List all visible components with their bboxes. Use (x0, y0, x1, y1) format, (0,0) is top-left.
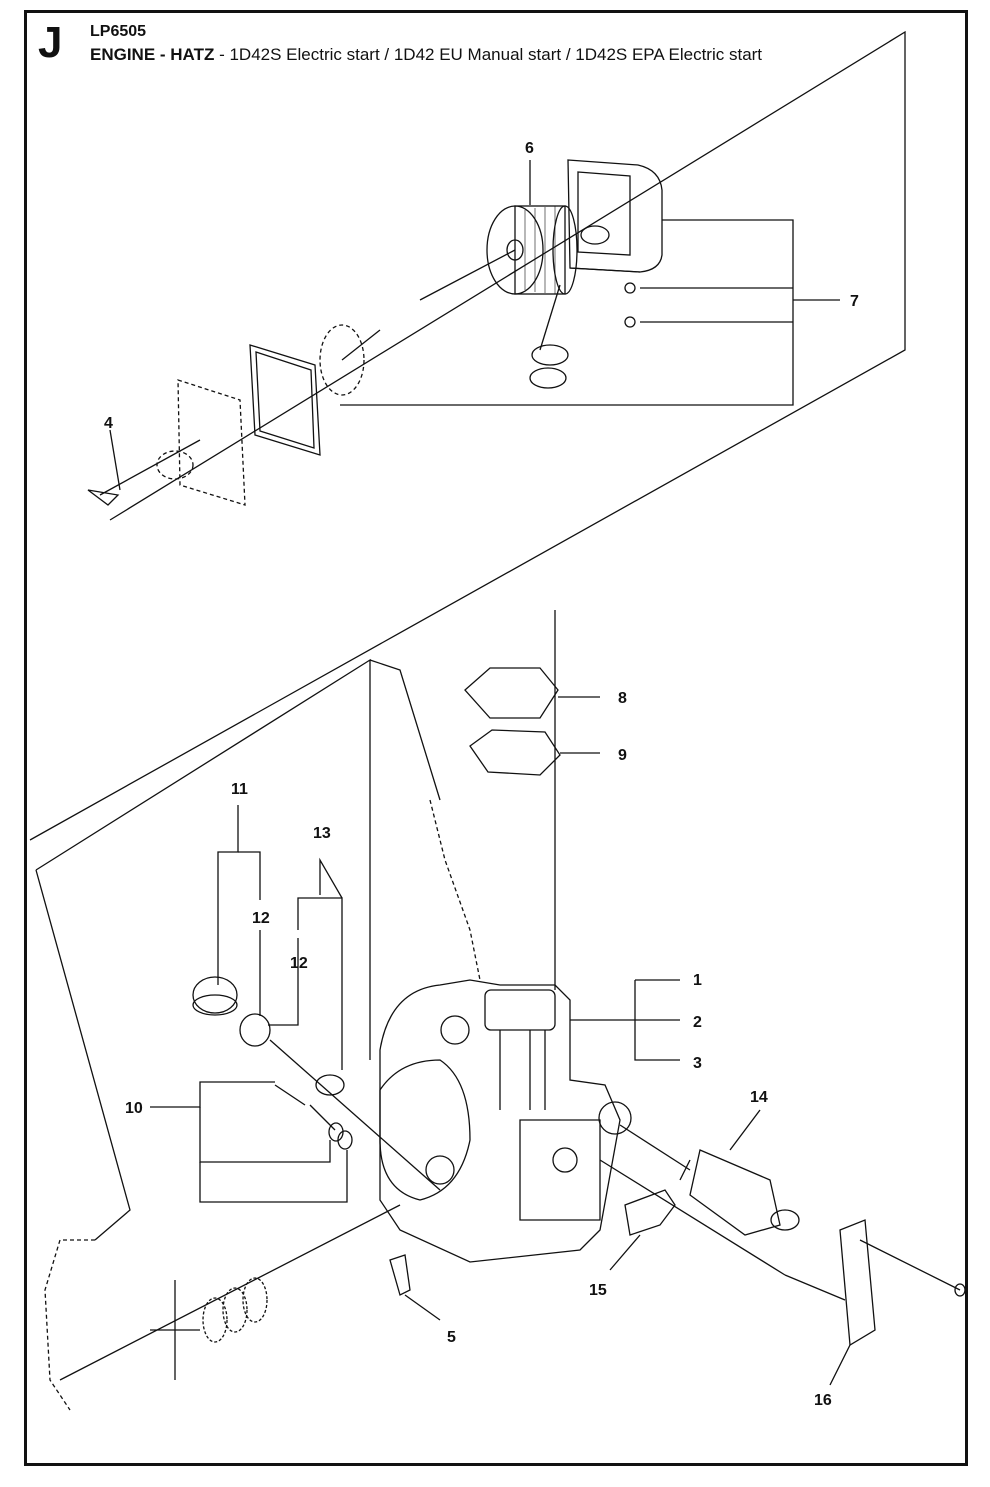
crank-handle (784, 1219, 966, 1347)
oil-filler-cap (192, 976, 238, 1016)
hose-clamp-1 (531, 344, 569, 366)
seal-ring (319, 324, 365, 396)
square-gasket (249, 344, 321, 456)
callout-14: 14 (750, 1089, 768, 1106)
governor-lever (150, 1280, 200, 1380)
callout-9: 9 (618, 747, 627, 764)
callout-7: 7 (850, 293, 859, 310)
seal-ring-small-2 (337, 1130, 353, 1150)
wing-nut (87, 489, 120, 506)
valve-cover (464, 667, 559, 719)
valve-cover-gasket (469, 729, 561, 776)
engine-group-outline-bottom (35, 869, 131, 1241)
callout-16: 16 (814, 1392, 832, 1409)
callout-10: 10 (125, 1100, 143, 1117)
page-frame (24, 10, 968, 1466)
air-filter-cover (567, 159, 663, 273)
air-cleaner-group-outline (29, 30, 906, 841)
push-rod (429, 799, 481, 981)
callout-12a: 12 (252, 910, 270, 927)
starter-motor (679, 1149, 800, 1236)
callout-13: 13 (313, 825, 331, 842)
section-letter: J (38, 18, 63, 67)
callout-8: 8 (618, 690, 627, 707)
callout-15: 15 (589, 1282, 607, 1299)
callout-11: 11 (231, 781, 248, 798)
callout-2: 2 (693, 1014, 702, 1031)
callout-6: 6 (525, 140, 534, 157)
o-ring-1 (239, 1013, 271, 1047)
title-bold: ENGINE - HATZ (90, 45, 215, 64)
callout-12b: 12 (290, 955, 308, 972)
page-title: ENGINE - HATZ - 1D42S Electric start / 1… (90, 45, 762, 65)
starter-flange (624, 1189, 676, 1236)
cover-bolt (624, 316, 636, 328)
linkage-dashed (44, 1239, 95, 1411)
cover-nut (624, 282, 636, 294)
callout-5: 5 (447, 1329, 456, 1346)
drain-plug (274, 1084, 306, 1106)
callout-3: 3 (693, 1055, 702, 1072)
hose-clamp-2 (529, 367, 567, 389)
air-cleaner-housing (177, 379, 246, 506)
callout-labels: 1 2 3 4 5 6 7 8 9 10 11 12 12 13 14 15 1… (104, 140, 859, 1409)
oil-strainer (315, 1074, 345, 1096)
callout-1: 1 (693, 972, 702, 989)
engine-block (379, 979, 632, 1263)
bracket (389, 1254, 411, 1296)
model-number: LP6505 (90, 23, 147, 40)
callout-4: 4 (104, 415, 113, 432)
title-rest: - 1D42S Electric start / 1D42 EU Manual … (214, 45, 763, 64)
